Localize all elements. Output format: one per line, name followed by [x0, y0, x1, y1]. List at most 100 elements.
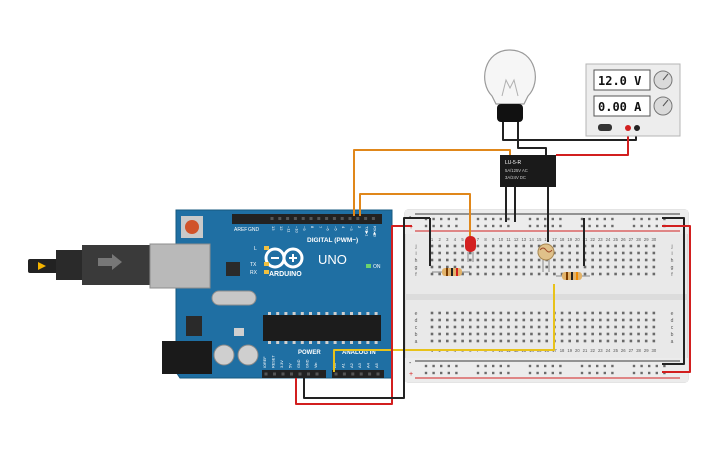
resistor-ldr[interactable]	[556, 272, 590, 280]
column-number: 7	[477, 237, 480, 242]
wire-red-bridge[interactable]	[662, 225, 691, 373]
column-number: 22	[590, 348, 595, 353]
positive-terminal[interactable]	[625, 125, 631, 131]
column-number: 11	[506, 237, 511, 242]
column-number: 14	[529, 237, 534, 242]
wire-red-5v[interactable]	[295, 225, 412, 405]
column-number: 24	[606, 348, 611, 353]
column-number: 1	[431, 237, 434, 242]
wire-orange-led[interactable]	[359, 193, 471, 238]
column-number: 21	[583, 237, 588, 242]
column-number: 4	[454, 237, 457, 242]
column-number: 18	[560, 237, 565, 242]
column-number: 17	[552, 237, 557, 242]
power-pin-label: 5V	[289, 363, 293, 368]
rail-plus-label-top: +	[409, 224, 413, 231]
row-letter: a	[671, 339, 674, 345]
row-letter: c	[415, 325, 418, 331]
column-number: 12	[514, 237, 519, 242]
column-number: 22	[590, 237, 595, 242]
wire-psu-red[interactable]	[556, 132, 629, 156]
row-letter: a	[415, 339, 418, 345]
power-supply[interactable]: 12.0 V 0.00 A	[585, 63, 681, 137]
digital-pwm-label: DIGITAL (PWM~)	[307, 237, 358, 244]
row-letter: c	[671, 325, 674, 331]
power-pin-label: RESET	[272, 355, 276, 368]
digital-pin-label: ~3	[349, 226, 354, 231]
digital-pin-label: ~5	[333, 226, 338, 231]
lightning-icon	[38, 262, 46, 270]
analog-pin-label: A4	[366, 362, 371, 368]
uno-label: UNO	[318, 252, 347, 267]
aref-label: AREF	[234, 227, 247, 233]
row-letter: b	[671, 332, 674, 338]
reset-button[interactable]	[185, 220, 199, 234]
power-pin-label: 3.3V	[280, 360, 284, 368]
power-pin-label: GND	[297, 359, 301, 368]
rx-label: RX	[250, 270, 258, 276]
relay-model: LU-5-R	[505, 160, 522, 166]
row-letter: d	[671, 318, 674, 324]
column-number: 25	[613, 237, 618, 242]
relay[interactable]: LU-5-R 5A/125V AC 3A/24V DC	[500, 155, 556, 187]
breadboard[interactable]: + + - - 11223344556677889910101111121213…	[404, 209, 689, 383]
column-number: 20	[575, 348, 580, 353]
digital-pin-label: 8	[310, 226, 315, 229]
column-number: 3	[446, 237, 449, 242]
row-letter: i	[671, 251, 672, 257]
row-letter: h	[671, 258, 674, 264]
tx-label: TX	[250, 262, 257, 268]
column-number: 21	[583, 348, 588, 353]
row-letter: g	[671, 265, 674, 271]
digital-pin-label: ~6	[326, 226, 331, 231]
column-number: 9	[492, 237, 495, 242]
relay-line1: 5A/125V AC	[505, 168, 528, 173]
led-on	[366, 264, 371, 268]
column-number: 20	[575, 237, 580, 242]
resistor-led[interactable]	[432, 268, 470, 276]
analog-pin-label: A1	[340, 362, 345, 368]
photoresistor[interactable]	[537, 243, 555, 272]
wire-orange-relay[interactable]	[353, 149, 511, 216]
red-led[interactable]	[465, 236, 476, 262]
usb-icon	[98, 254, 122, 270]
current-readout: 0.00 A	[598, 100, 642, 114]
led-rx	[264, 270, 269, 274]
column-number: 30	[652, 348, 657, 353]
gnd-label: GND	[248, 227, 260, 233]
negative-terminal[interactable]	[634, 125, 640, 131]
current-display	[593, 95, 651, 117]
column-number: 2	[438, 237, 441, 242]
column-number: 24	[606, 237, 611, 242]
digital-pin-label: TX▶1	[365, 226, 370, 237]
column-number: 23	[598, 348, 603, 353]
voltage-readout: 12.0 V	[598, 74, 641, 88]
rail-plus-label-bottom: +	[409, 371, 413, 378]
power-switch[interactable]	[598, 124, 612, 131]
row-letter: d	[415, 318, 418, 324]
column-number: 27	[629, 348, 634, 353]
column-number: 19	[567, 237, 572, 242]
wire-black-gnd[interactable]	[303, 217, 430, 399]
column-number: 27	[629, 237, 634, 242]
row-letter: j	[414, 244, 416, 250]
row-letter: e	[671, 311, 674, 317]
column-number: 15	[537, 237, 542, 242]
row-letter: b	[415, 332, 418, 338]
wire-yellow-a0[interactable]	[333, 284, 555, 372]
arduino-brand: ARDUINO	[269, 271, 302, 278]
digital-pin-label: 12	[279, 226, 284, 231]
power-header[interactable]	[262, 370, 326, 378]
light-bulb-icon[interactable]	[484, 49, 536, 126]
digital-pin-label: 7	[318, 226, 323, 229]
digital-header[interactable]	[232, 214, 382, 224]
digital-pin-label: 4	[341, 226, 346, 229]
analog-pin-label: A3	[357, 362, 362, 368]
analog-header[interactable]	[332, 370, 384, 378]
atmega-chip	[263, 315, 381, 341]
voltage-display	[593, 69, 651, 91]
wire-black-bridge[interactable]	[662, 217, 685, 365]
